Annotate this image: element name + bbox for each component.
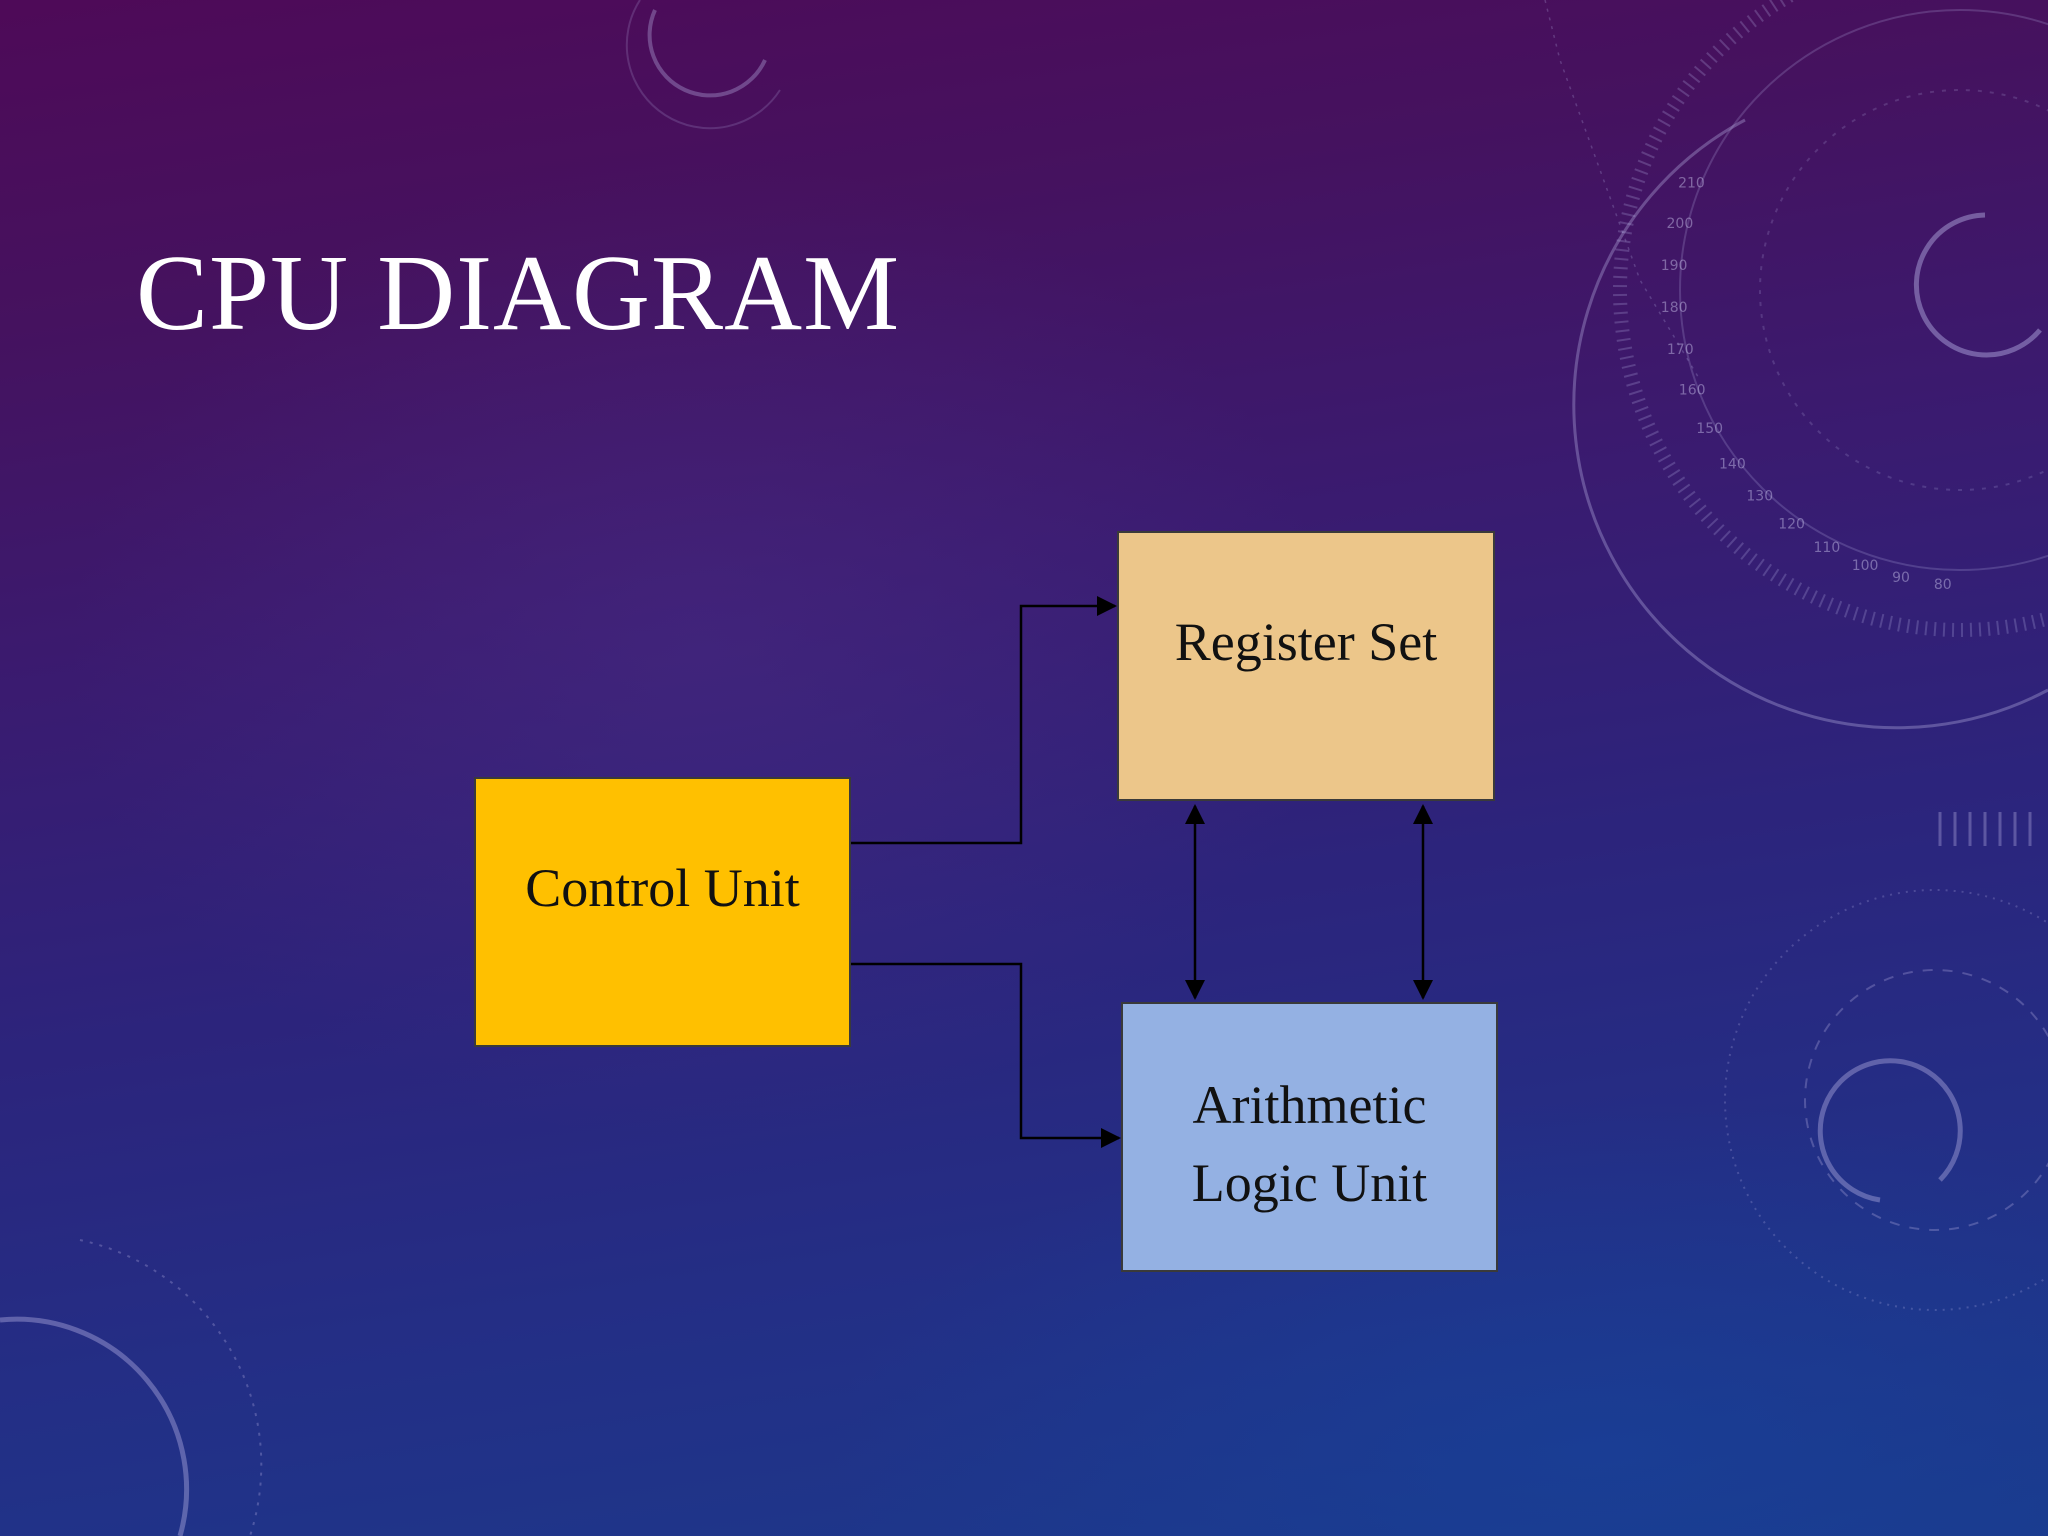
deco-dial-number: 130 (1746, 489, 1773, 505)
deco-dial-number: 210 (1678, 175, 1705, 191)
deco-dial-inner (1759, 89, 2048, 491)
deco-dial-number: 140 (1719, 457, 1746, 473)
alu-label-line1: Arithmetic (1192, 1075, 1427, 1135)
register-set-label: Register Set (1174, 612, 1438, 672)
deco-bars (1938, 812, 2032, 846)
deco-dial-number: 190 (1661, 258, 1688, 274)
deco-arc-bottom-left (0, 1316, 190, 1536)
control-unit-box: Control Unit (474, 777, 851, 1047)
deco-arc-top-outer (625, 0, 781, 130)
deco-dial-arc (1572, 118, 2048, 730)
deco-dial-core (1913, 212, 2042, 358)
deco-dial-number: 110 (1814, 540, 1841, 556)
deco-dial-number: 80 (1934, 577, 1952, 593)
deco-dial-number: 160 (1679, 383, 1706, 399)
deco-dial-number: 150 (1696, 421, 1723, 437)
register-set-box: Register Set (1117, 531, 1495, 801)
edge-control-to-alu (851, 962, 1121, 1148)
deco-ring-dashed (1804, 969, 2048, 1231)
deco-dial-number: 170 (1667, 342, 1694, 358)
alu-label-line2: Logic Unit (1191, 1153, 1428, 1213)
deco-ring-right (1817, 1058, 1963, 1203)
deco-dial-ring (1679, 9, 2048, 571)
deco-dial-number: 90 (1892, 570, 1910, 586)
deco-dial-number: 200 (1667, 216, 1694, 232)
alu-box: Arithmetic Logic Unit (1121, 1002, 1498, 1272)
slide-title: CPU DIAGRAM (136, 234, 901, 353)
deco-dial-number: 120 (1778, 517, 1805, 533)
deco-dial-number: 100 (1852, 558, 1879, 574)
edge-control-to-register (851, 596, 1117, 845)
deco-dial-number: 180 (1661, 300, 1688, 316)
deco-arc-bottom-dotted (79, 1239, 263, 1536)
control-unit-label: Control Unit (525, 858, 800, 918)
deco-arc-top (647, 9, 767, 98)
deco-ring-dotted (1724, 889, 2048, 1311)
